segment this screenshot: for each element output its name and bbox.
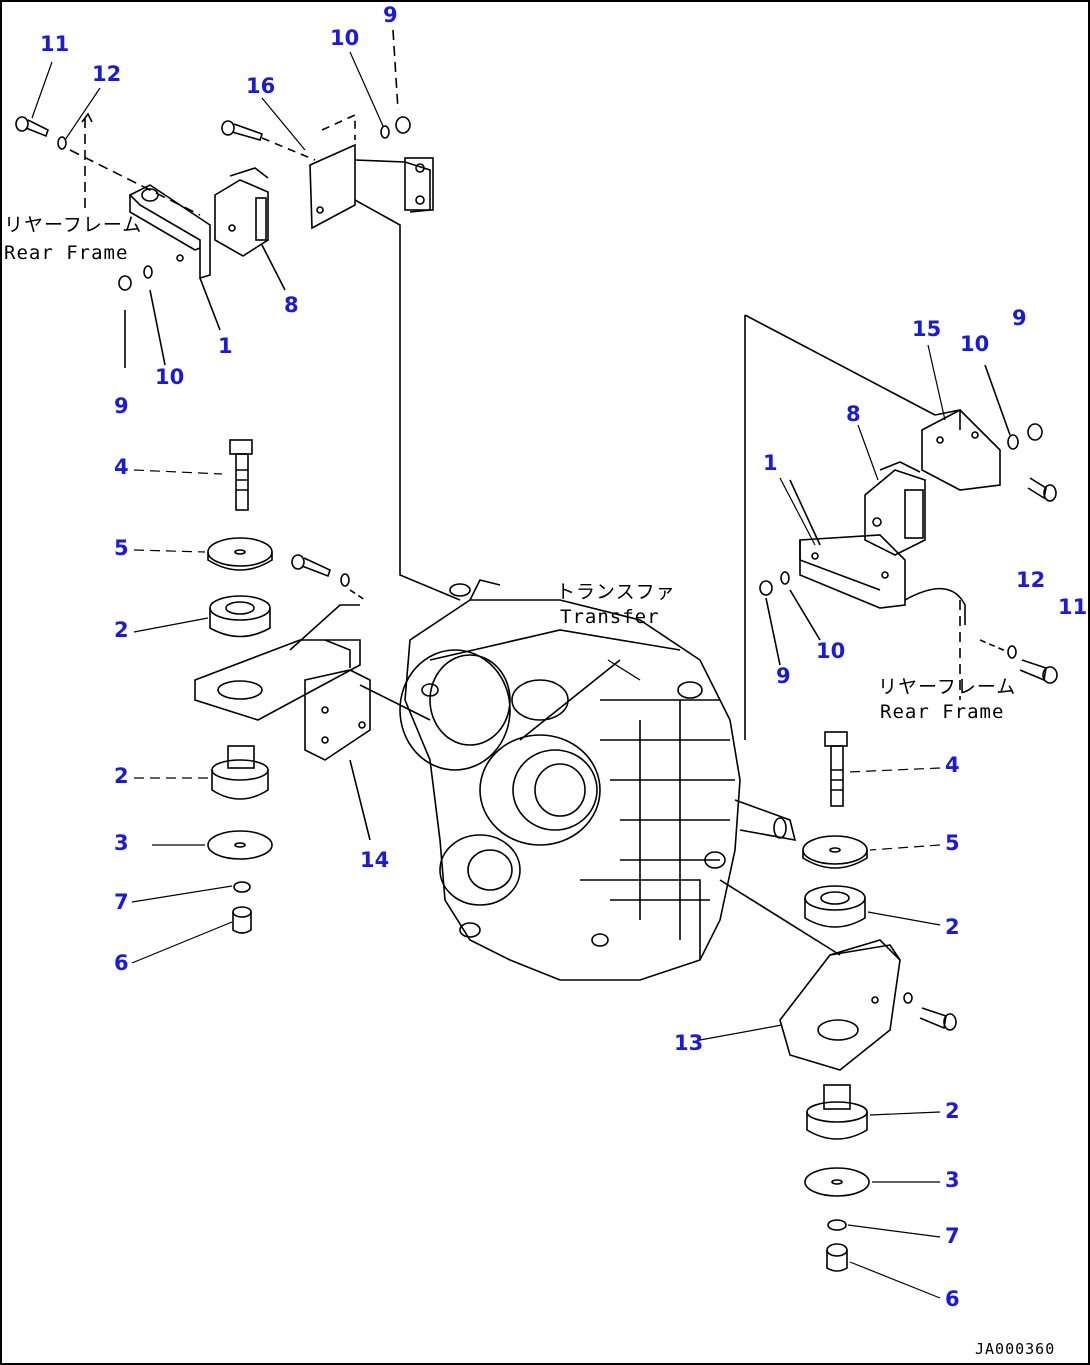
nut-9-top — [395, 116, 411, 134]
callout-2: 2 — [114, 764, 129, 788]
callout-7: 7 — [114, 890, 129, 914]
washer-7-left — [233, 881, 251, 893]
callout-9: 9 — [1012, 306, 1027, 330]
cushion-2-upper-left — [209, 595, 271, 638]
callout-7: 7 — [945, 1224, 960, 1248]
callout-9: 9 — [114, 394, 129, 418]
cushion-2-upper-right — [804, 885, 866, 928]
bolt-right-top — [1027, 477, 1057, 502]
transfer-label-jp: トランスファ — [556, 581, 676, 603]
leader-lines — [31, 51, 946, 1299]
bolt-4-right — [824, 731, 848, 807]
callout-10: 10 — [330, 26, 360, 50]
mount-8-right — [864, 461, 926, 556]
bolt-11-right — [1019, 659, 1058, 684]
washer-10-top — [380, 125, 390, 139]
bolt-16-top — [221, 120, 264, 141]
callout-4: 4 — [945, 753, 960, 777]
washer-12-top-left — [57, 136, 67, 150]
rear-frame-label-en-left: Rear Frame — [4, 242, 129, 264]
mount-8-top-left — [214, 167, 269, 257]
bracket-1-right — [799, 534, 906, 609]
rear-frame-label-jp-right: リヤーフレーム — [878, 676, 1017, 698]
callout-13: 13 — [674, 1031, 704, 1055]
rear-frame-label-en-right: Rear Frame — [880, 701, 1005, 723]
callout-1: 1 — [218, 334, 233, 358]
bolt-4-left — [229, 439, 253, 511]
bracket-1-top-left — [128, 184, 211, 280]
nut-9-right-top — [1027, 423, 1043, 441]
bolt-13-right — [903, 992, 957, 1031]
callout-2: 2 — [945, 1099, 960, 1123]
nut-9-right — [759, 580, 773, 596]
bolt-14-left — [291, 554, 350, 587]
rear-frame-label-jp-left: リヤーフレーム — [4, 214, 143, 236]
callout-9: 9 — [383, 3, 398, 27]
callout-5: 5 — [945, 831, 960, 855]
bracket-14-left — [194, 604, 371, 761]
callout-14: 14 — [360, 848, 390, 872]
drawing-code: JA000360 — [975, 1340, 1056, 1358]
callout-3: 3 — [114, 831, 129, 855]
callout-9: 9 — [776, 664, 791, 688]
washer-3-right — [804, 1167, 870, 1197]
callout-6: 6 — [945, 1287, 960, 1311]
callout-11: 11 — [1058, 595, 1088, 619]
nut-9-left — [118, 275, 132, 291]
washer-5-right — [802, 835, 868, 869]
callout-8: 8 — [846, 402, 861, 426]
callout-16: 16 — [246, 74, 276, 98]
callout-1: 1 — [763, 451, 778, 475]
nut-6-right — [826, 1243, 848, 1272]
callout-4: 4 — [114, 455, 129, 479]
washer-10-left — [143, 265, 153, 279]
transfer-label-en: Transfer — [560, 606, 660, 628]
washer-7-right — [827, 1219, 847, 1231]
washer-3-left — [207, 830, 273, 860]
callout-6: 6 — [114, 951, 129, 975]
callout-8: 8 — [284, 293, 299, 317]
callout-12: 12 — [92, 62, 122, 86]
bracket-15-right — [921, 409, 1001, 491]
callout-2: 2 — [114, 618, 129, 642]
bracket-16-top — [309, 143, 434, 230]
callout-10: 10 — [816, 639, 846, 663]
washer-10-right — [780, 571, 790, 585]
callout-10: 10 — [155, 365, 185, 389]
callout-12: 12 — [1016, 568, 1046, 592]
cushion-2-lower-left — [211, 745, 269, 800]
washer-12-right — [1007, 645, 1017, 659]
callout-11: 11 — [40, 32, 70, 56]
nut-6-left — [232, 906, 252, 934]
transfer-gearbox — [399, 579, 797, 981]
callout-3: 3 — [945, 1168, 960, 1192]
cushion-2-lower-right — [806, 1084, 868, 1140]
callout-10: 10 — [960, 332, 990, 356]
washer-5-left — [207, 537, 273, 571]
bracket-13-right — [779, 939, 901, 1071]
callout-15: 15 — [912, 317, 942, 341]
bolt-11-top-left — [15, 116, 49, 138]
washer-10-right-top — [1007, 434, 1019, 450]
callout-2: 2 — [945, 915, 960, 939]
callout-5: 5 — [114, 536, 129, 560]
